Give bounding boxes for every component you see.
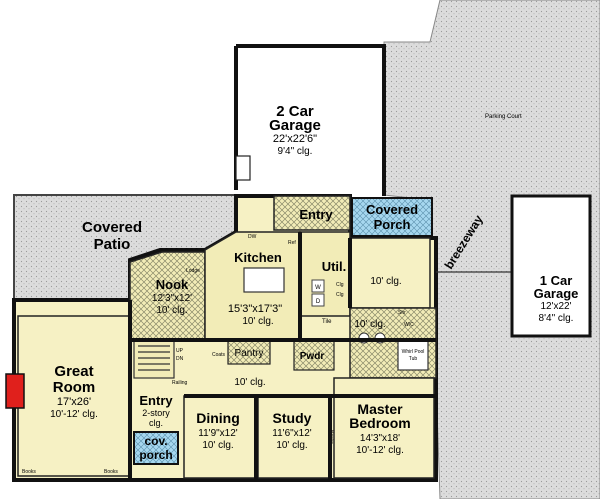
great-room-name2: Room	[53, 379, 96, 396]
study-name: Study	[273, 410, 312, 426]
pantry	[227, 339, 271, 365]
great-room	[17, 315, 131, 477]
whirl-pool-label: Whirl Pool	[402, 349, 425, 355]
kitchen-name: Kitchen	[234, 250, 282, 265]
dryer	[311, 293, 325, 307]
util-clg-a: Clg	[336, 282, 344, 288]
garage1-clg: 8'4" clg.	[539, 313, 574, 324]
stairs-up: UP	[176, 348, 184, 354]
study	[257, 395, 331, 479]
covered-porch-label-2: Porch	[374, 217, 411, 232]
covered-porch	[351, 197, 433, 237]
garage1-name2: Garage	[534, 286, 579, 301]
great-room-dims: 17'x26'	[57, 396, 91, 408]
garage2-clg: 9'4" clg.	[278, 146, 313, 157]
wc-label: W/C	[404, 322, 414, 328]
master-clg: 10'-12' clg.	[356, 445, 404, 456]
powder-room	[293, 339, 335, 371]
bath-tile: Tile	[322, 319, 332, 325]
one-car-garage	[510, 194, 592, 338]
parking-court-label: Parking Court	[485, 114, 522, 120]
entry-sub2: clg.	[149, 418, 163, 428]
dining-clg: 10' clg.	[202, 440, 233, 451]
kitchen-island	[243, 267, 285, 293]
pwdr-label: Pwdr	[300, 351, 325, 362]
kitchen-dims: 15'3"x17'3"	[228, 303, 282, 315]
books-left: Books	[22, 469, 36, 475]
entry-top-label: Entry	[299, 207, 333, 222]
cov-porch-line2: porch	[139, 448, 172, 462]
nook-clg: 10' clg.	[156, 305, 187, 316]
kitchen-ref: Ref	[288, 240, 296, 246]
garage2-dims: 22'x22'6"	[273, 133, 317, 145]
util-clg-b: Clg	[336, 292, 344, 298]
covered-porch-label-1: Covered	[366, 202, 418, 217]
garage-door-step	[235, 155, 251, 181]
study-clg: 10' clg.	[276, 440, 307, 451]
tub-label: Tub	[409, 356, 418, 362]
hall-room	[349, 237, 431, 309]
great-room-clg: 10'-12' clg.	[50, 409, 98, 420]
garage1-name: 1 Car	[540, 273, 573, 288]
covered-patio-label-2: Patio	[94, 236, 131, 253]
entry-top	[273, 195, 351, 231]
hall-clg-2: 10' clg.	[354, 319, 385, 330]
shower-label: Shr	[398, 310, 406, 316]
great-room-name: Great	[54, 363, 93, 380]
nook-lodge: Lodge	[186, 268, 200, 274]
washer-label: W	[315, 285, 321, 291]
dining	[183, 395, 257, 479]
util-clg: 10' clg.	[370, 276, 401, 287]
books-right: Books	[104, 469, 118, 475]
stairs-dn: DN	[176, 356, 184, 362]
fireplace	[5, 373, 25, 409]
garage2-name2: Garage	[269, 117, 321, 134]
study-dims: 11'6"x12'	[272, 428, 312, 439]
whirl-pool-tub	[397, 339, 429, 371]
railing-label: Railing	[172, 380, 188, 386]
master-name2: Bedroom	[349, 415, 410, 431]
nook-dims: 12'3"x12'	[152, 293, 192, 304]
master-dims: 14'3"x18'	[360, 433, 400, 444]
kitchen-dw: DW	[248, 234, 257, 240]
entry-sub: 2-story	[142, 408, 170, 418]
washer	[311, 279, 325, 293]
util-name: Util.	[322, 259, 347, 274]
cov-porch-line1: cov.	[144, 434, 167, 448]
cov-porch	[133, 431, 179, 465]
dining-dims: 11'9"x12'	[198, 428, 238, 439]
foyer-clg: 10' clg.	[234, 377, 265, 388]
garage1-dims: 12'x22'	[540, 301, 571, 312]
entry-name: Entry	[139, 393, 173, 408]
coats-label: Coats	[212, 352, 226, 358]
nook-name: Nook	[156, 277, 189, 292]
kitchen-clg: 10' clg.	[242, 316, 273, 327]
garage2-name: 2 Car	[276, 103, 314, 120]
dining-name: Dining	[196, 410, 240, 426]
covered-patio-label-1: Covered	[82, 219, 142, 236]
utility-room	[299, 231, 351, 317]
pantry-label: Pantry	[235, 348, 264, 359]
two-car-garage	[236, 46, 384, 196]
dryer-label: D	[316, 299, 321, 305]
master-name: Master	[357, 401, 403, 417]
